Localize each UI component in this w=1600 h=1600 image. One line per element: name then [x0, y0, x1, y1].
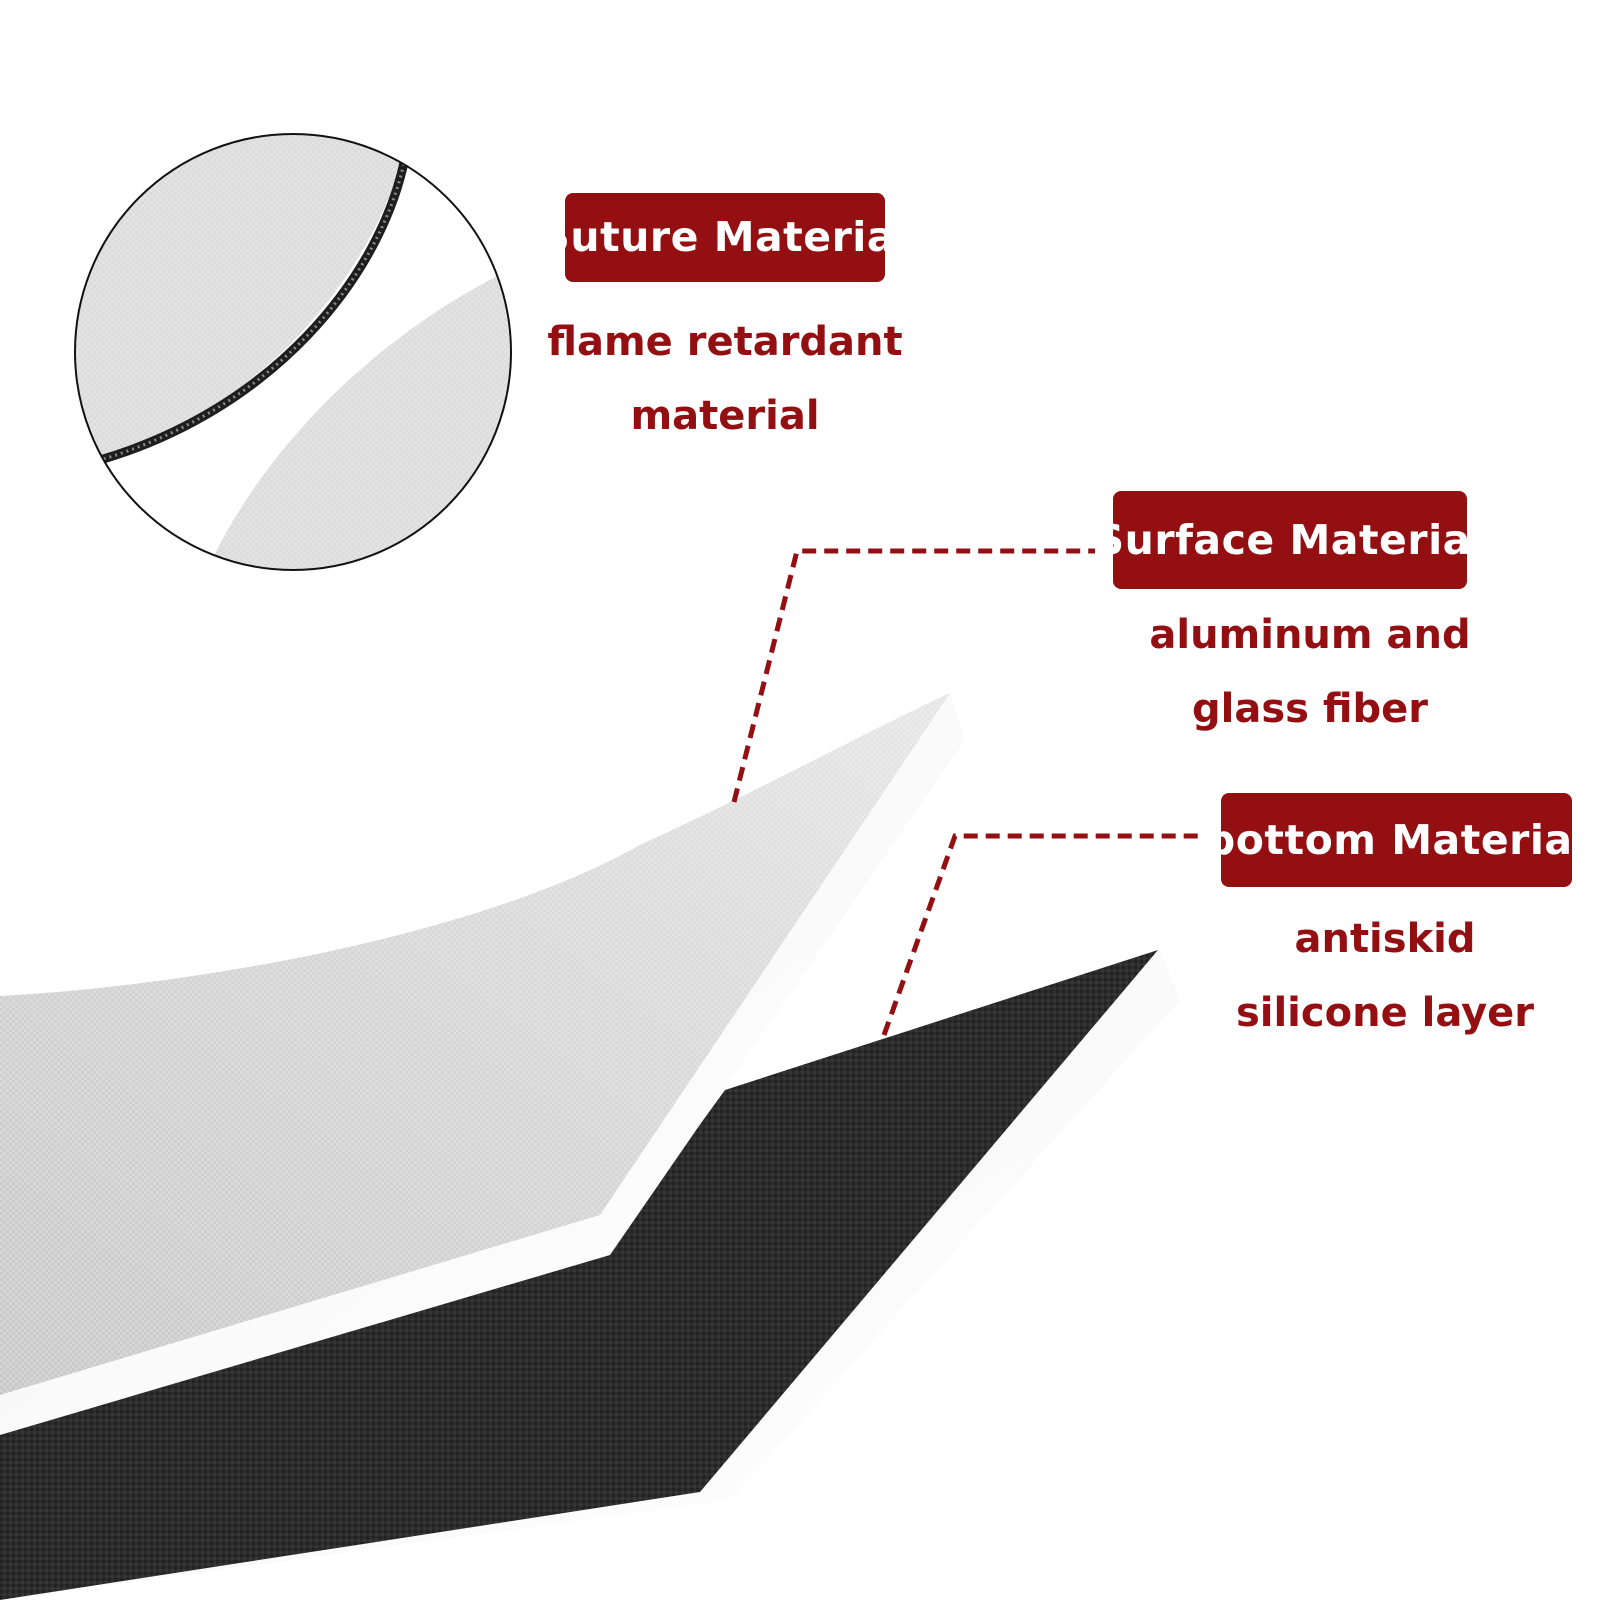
surface-description-line-1: aluminum and — [1149, 612, 1471, 658]
dashed-leader-line-bottom — [881, 833, 1205, 1036]
magnifier-circle-icon — [74, 133, 512, 571]
bottom-material-description: antiskid silicone layer — [1220, 902, 1550, 1050]
surface-material-tag: Surface Material — [1095, 491, 1485, 589]
bottom-description-line-1: antiskid — [1294, 916, 1476, 962]
surface-layer-illustration — [0, 693, 965, 1435]
suture-material-description: flame retardant material — [540, 305, 910, 453]
suture-description-line-1: flame retardant — [547, 319, 903, 365]
surface-description-line-2: glass fiber — [1191, 686, 1428, 732]
suture-description-line-2: material — [630, 393, 820, 439]
surface-material-description: aluminum and glass fiber — [1120, 598, 1500, 746]
bottom-layer-illustration — [0, 950, 1180, 1600]
bottom-material-tag: bottom Material — [1206, 793, 1587, 887]
suture-material-tag: Suture Material — [540, 193, 909, 282]
bottom-description-line-2: silicone layer — [1235, 990, 1535, 1036]
